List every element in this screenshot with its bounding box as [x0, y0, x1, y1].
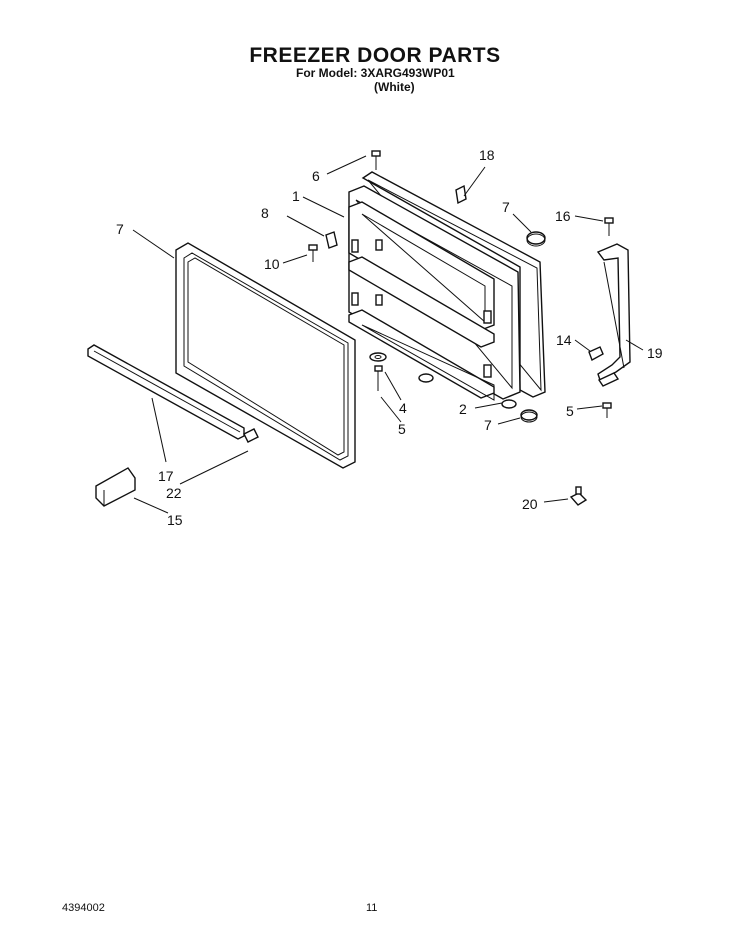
leader-lines	[132, 155, 644, 514]
end-cap-22	[243, 428, 259, 443]
callout-1: 1	[292, 188, 300, 204]
hinge-bushing-2	[418, 373, 517, 409]
cap-10	[325, 231, 338, 249]
door-gasket	[175, 242, 356, 469]
handle-cap-14	[588, 346, 604, 362]
callout-6: 6	[312, 168, 320, 184]
document-number: 4394002	[62, 902, 105, 914]
page-title: FREEZER DOOR PARTS	[249, 44, 501, 67]
callout-18: 18	[479, 147, 495, 163]
label-plate	[455, 184, 467, 205]
callout-16: 16	[555, 208, 571, 224]
trim-strip	[87, 344, 245, 440]
callout-8: 7	[116, 221, 124, 237]
callout-20: 20	[522, 496, 538, 512]
screw-6	[371, 150, 381, 170]
color-line: (White)	[374, 80, 415, 94]
model-line: For Model: 3XARG493WP01	[296, 66, 455, 80]
callout-10: 8	[261, 205, 269, 221]
plug-button-7-top	[526, 231, 546, 247]
callout-7-bottom: 7	[484, 417, 492, 433]
callout-22: 22	[166, 485, 182, 501]
callout-5-right: 5	[566, 403, 574, 419]
page-number: 11	[366, 902, 378, 914]
trim-cover	[95, 467, 136, 507]
washer-4	[369, 352, 387, 362]
callout-14: 14	[556, 332, 572, 348]
callout-17: 17	[158, 468, 174, 484]
callout-15: 15	[167, 512, 183, 528]
screw-16	[604, 217, 614, 236]
screw-5-left	[374, 365, 383, 391]
plug-button-7-bottom	[520, 409, 538, 423]
screw-5-right	[602, 402, 612, 418]
screw-11	[308, 244, 318, 262]
callout-2: 2	[459, 401, 467, 417]
callout-11: 10	[264, 256, 280, 272]
callout-19: 19	[647, 345, 663, 361]
callout-7-top: 7	[502, 199, 510, 215]
door-stop-20	[569, 486, 588, 506]
callout-4: 4	[399, 400, 407, 416]
callout-5-left: 5	[398, 421, 406, 437]
inner-door-liner	[348, 171, 546, 401]
callouts: 6 1 18 8 10 7 7 16 14 19 5 2 4 5 7 17 22…	[116, 147, 663, 528]
door-handle	[596, 243, 631, 387]
